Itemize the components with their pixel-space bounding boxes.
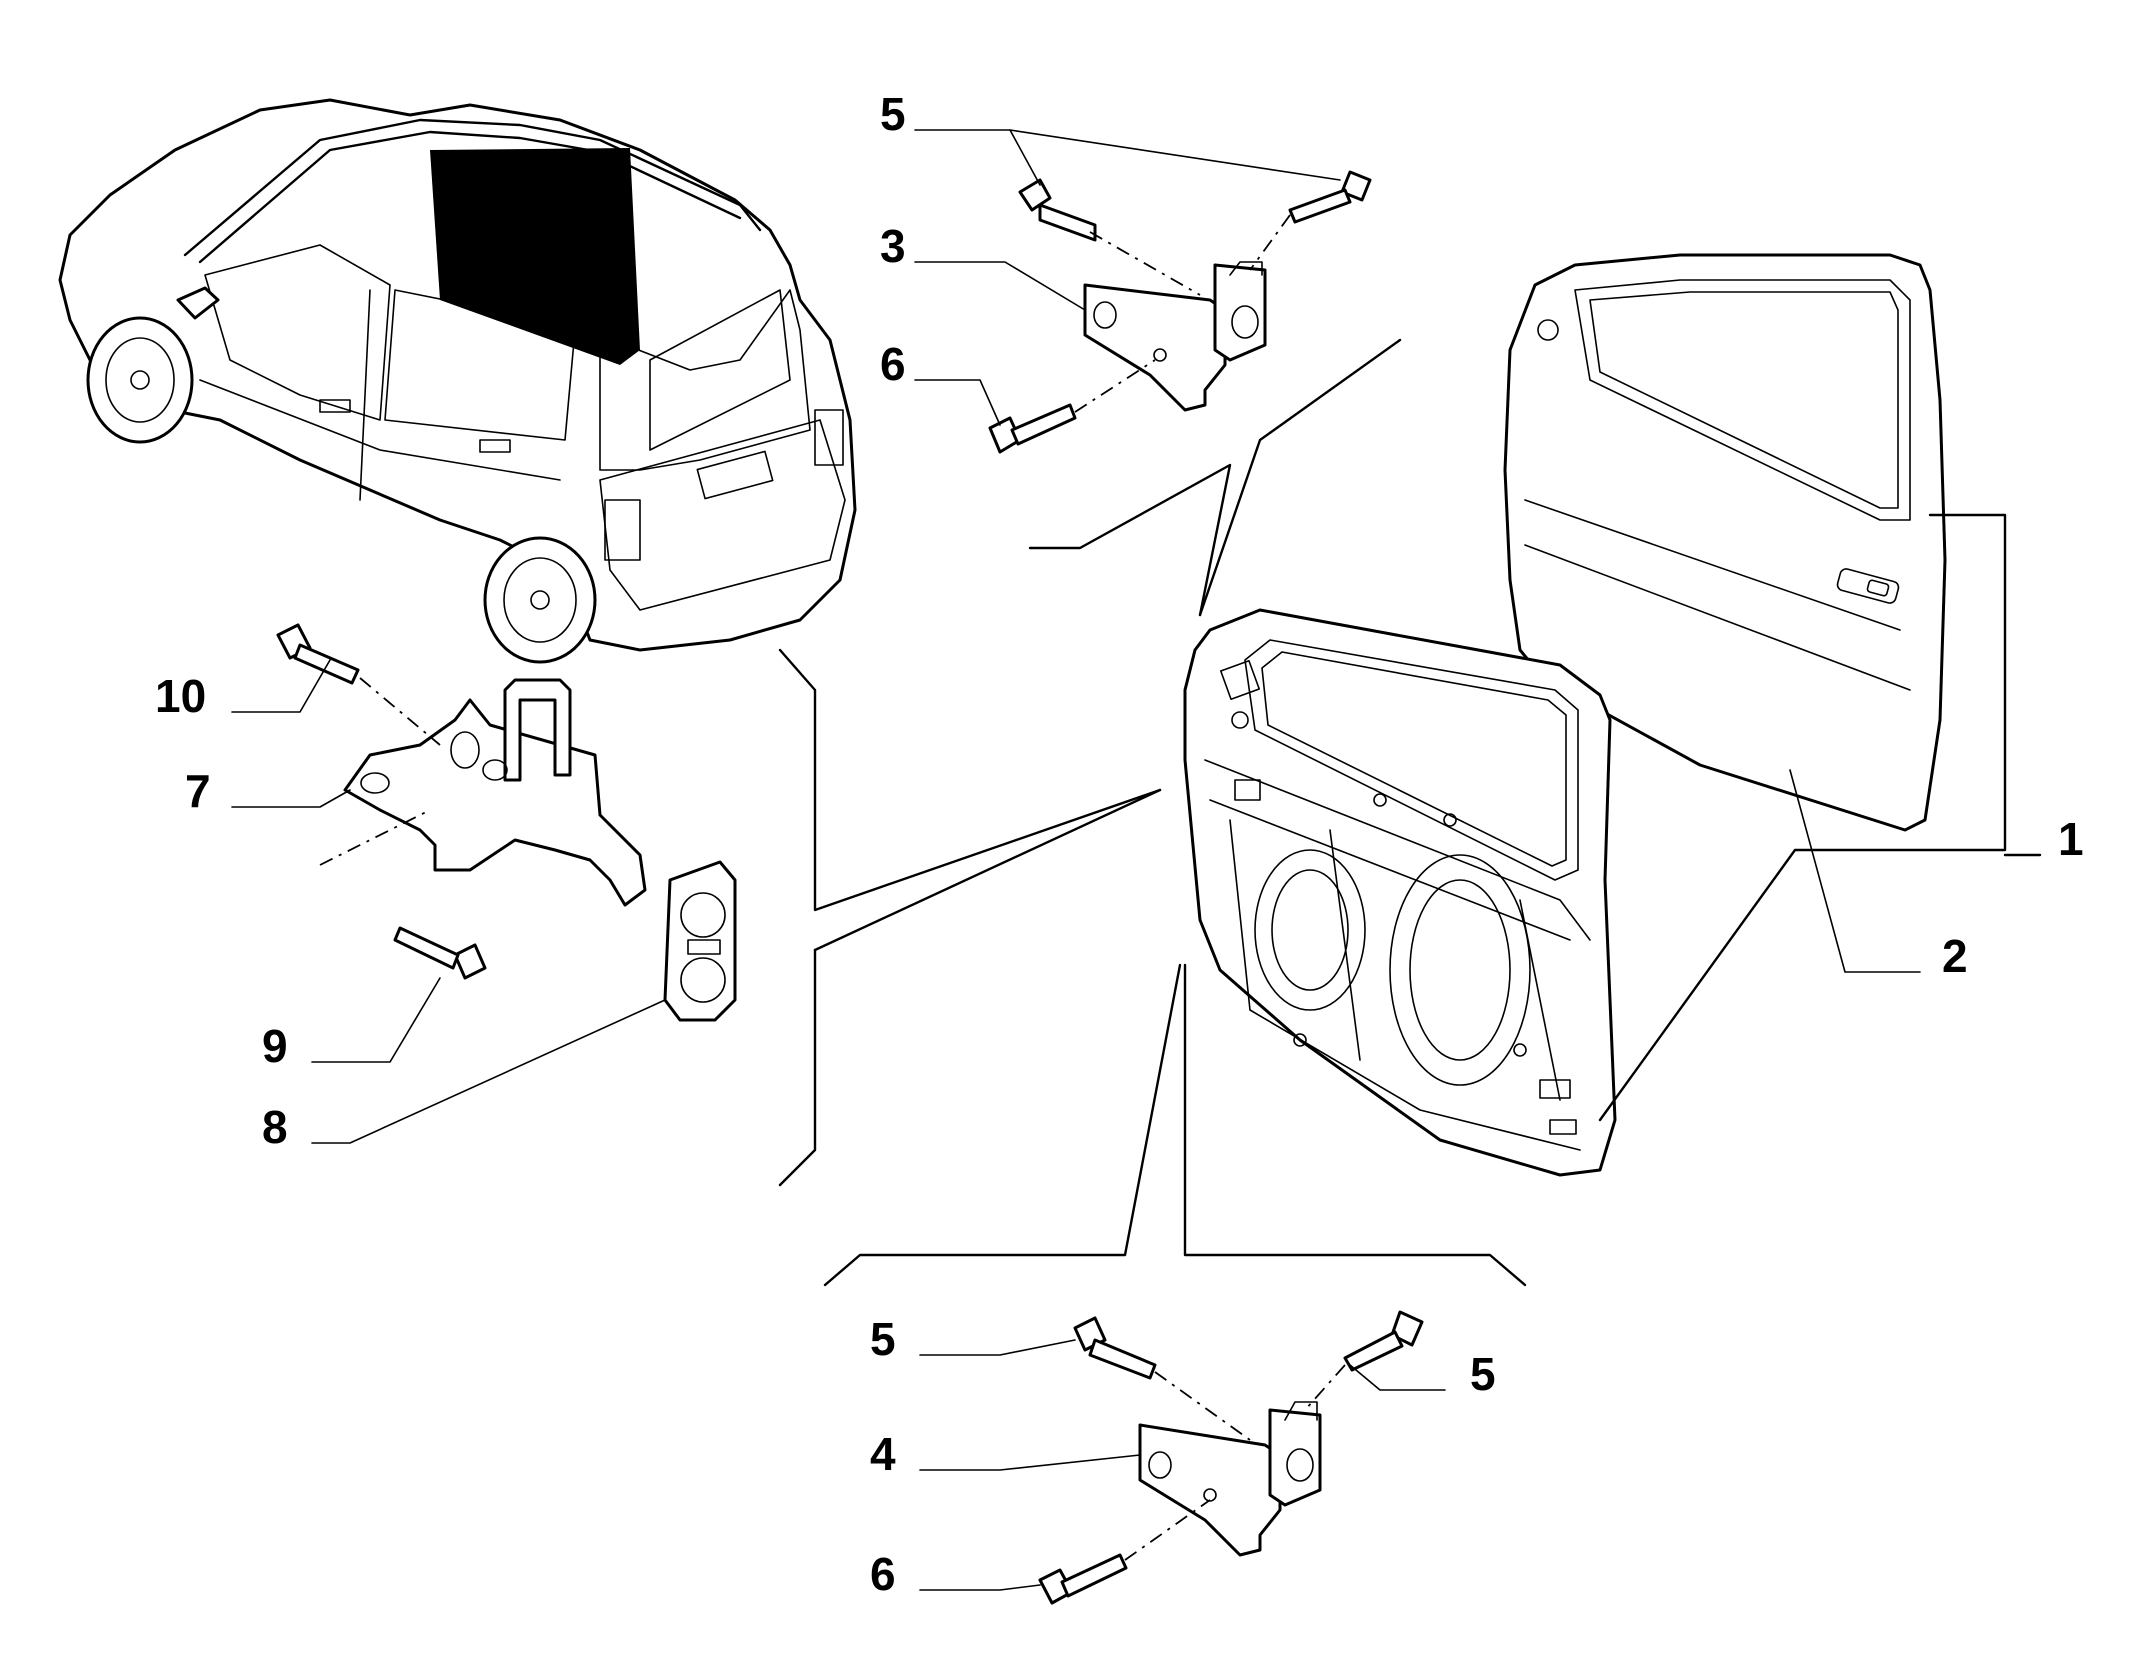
callout-labels: 5 3 6 10 7 9 8 1 2 5 5 4 6 (155, 88, 2084, 1600)
callout-5-bottom-left: 5 (870, 1313, 896, 1365)
axis-bottom-right (1304, 1364, 1346, 1411)
callout-2: 2 (1942, 930, 1968, 982)
callout-6-top: 6 (880, 338, 906, 390)
axis-bottom-left (1154, 1371, 1251, 1441)
hinge-bolt-bottom-right (1343, 1310, 1424, 1372)
check-strap-bolt (276, 623, 360, 685)
rubber-seal (663, 860, 737, 1022)
axis-strap-screw (319, 809, 431, 866)
callout-8: 8 (262, 1101, 288, 1153)
upper-hinge (1083, 261, 1267, 412)
sunroof-panel (430, 148, 640, 365)
callout-4: 4 (870, 1428, 896, 1480)
group-brackets (778, 338, 2042, 1287)
car-illustration (58, 98, 857, 664)
door-outer-panel (1503, 253, 1947, 832)
callout-10: 10 (155, 670, 206, 722)
lower-hinge (1138, 1401, 1322, 1557)
hinge-bolt-top-left (1018, 178, 1097, 242)
door-check-strap (343, 678, 647, 907)
axis-top-left (1089, 231, 1201, 296)
front-wheel (86, 316, 194, 444)
callout-7: 7 (185, 765, 211, 817)
callout-6-bottom: 6 (870, 1548, 896, 1600)
axis-top-right (1249, 214, 1291, 271)
callout-5-bottom-right: 5 (1470, 1348, 1496, 1400)
callout-9: 9 (262, 1020, 288, 1072)
hinge-bolt-bottom-left (1073, 1316, 1157, 1380)
leader-lines (231, 129, 1921, 1591)
callout-5-top: 5 (880, 88, 906, 140)
callout-3: 3 (880, 220, 906, 272)
axis-bottom-screw (1124, 1499, 1211, 1561)
hinge-screw-bottom (1038, 1553, 1128, 1605)
rear-wheel (483, 536, 597, 664)
check-strap-screw (393, 926, 487, 980)
axis-strap-bolt (359, 677, 441, 746)
hinge-bolt-top-right (1288, 170, 1372, 224)
hinge-screw-top (988, 403, 1077, 454)
callout-1: 1 (2058, 813, 2084, 865)
door-inner-frame (1183, 608, 1617, 1177)
